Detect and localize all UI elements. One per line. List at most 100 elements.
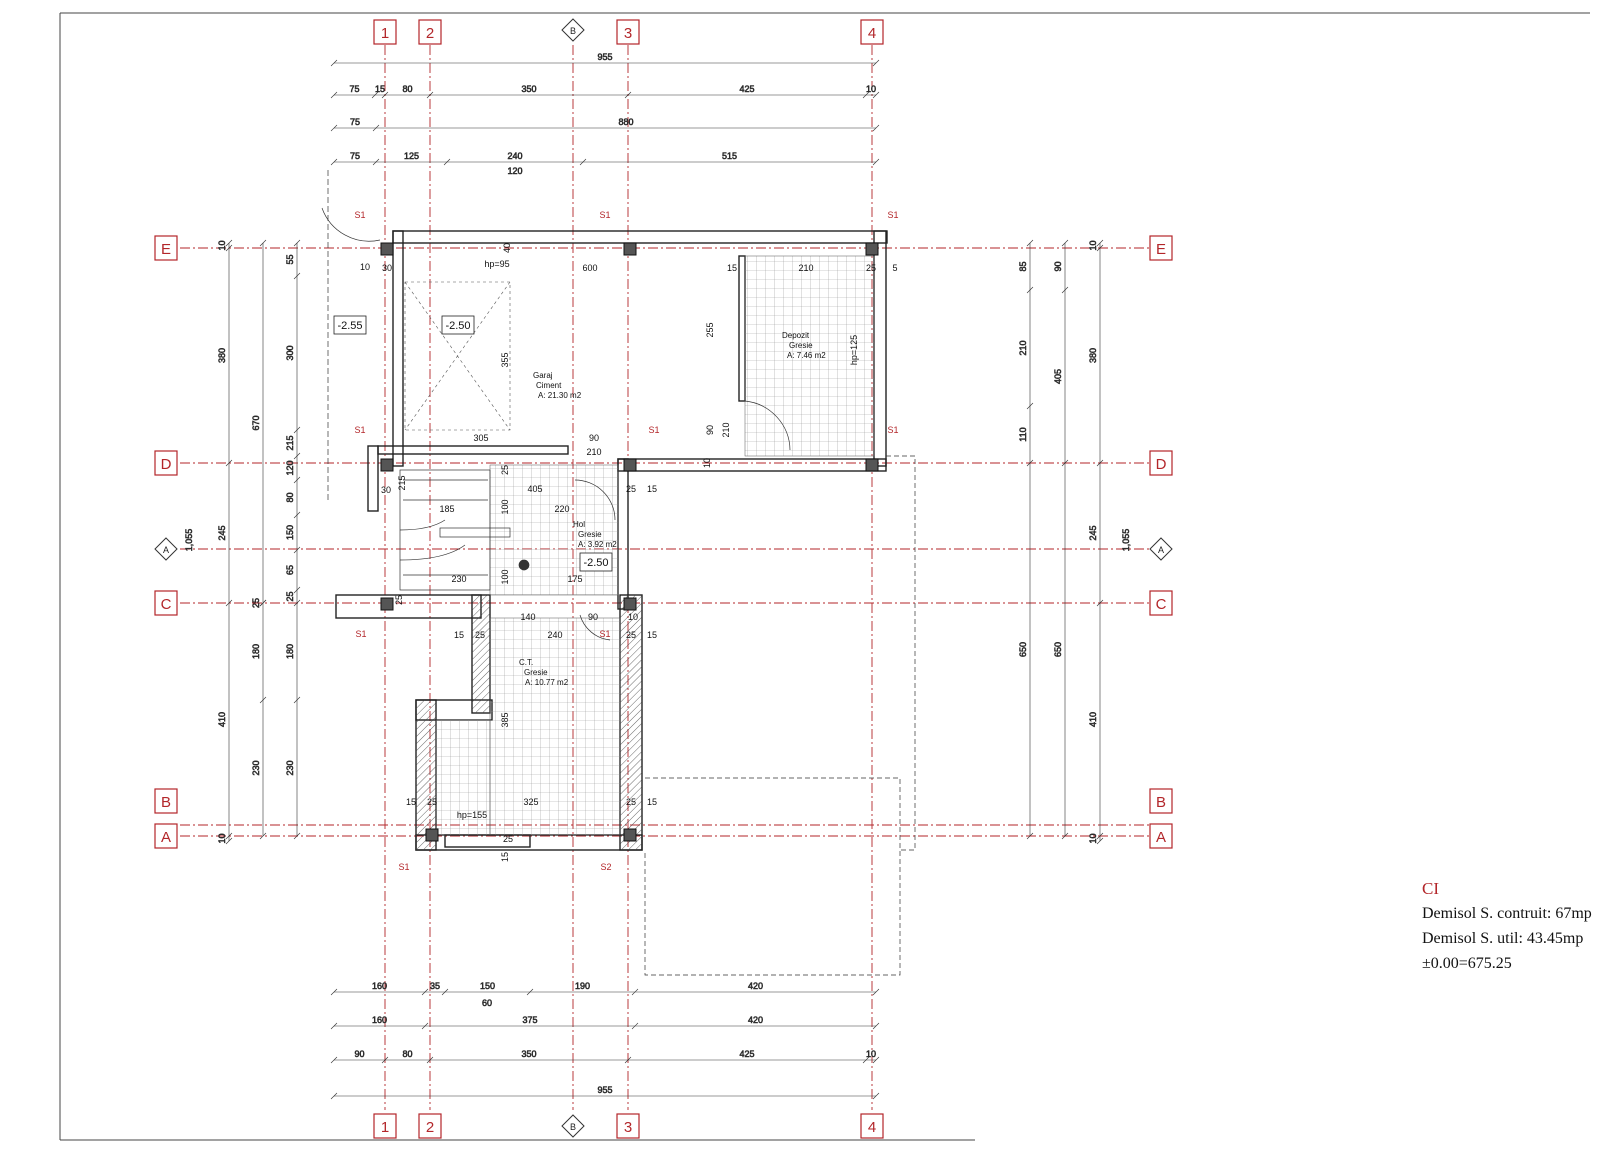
dimension-value: 120: [507, 166, 522, 176]
dimension-value: 410: [1088, 712, 1098, 727]
dimension-value: 80: [285, 492, 295, 502]
column-tag: S1: [355, 629, 366, 639]
axis-diamond-mark: B: [561, 1114, 585, 1138]
dimension-value: 880: [618, 117, 633, 127]
dimension-value: 15: [375, 84, 385, 94]
axis-diamond-label: B: [570, 1122, 576, 1132]
area-summary: CI Demisol S. contruit: 67mp Demisol S. …: [1422, 876, 1597, 976]
interior-dimension: 325: [523, 797, 538, 807]
interior-dimension: 100: [500, 499, 510, 514]
dimension-value: 955: [597, 1085, 612, 1095]
room-area: A: 10.77 m2: [525, 678, 569, 687]
grid-labels-right: E D C B A: [1149, 235, 1173, 849]
grid-bubble: 3: [616, 1113, 640, 1139]
grid-bubble-label: 1: [381, 1119, 389, 1136]
grid-bubble: C: [154, 590, 178, 616]
interior-dimension: 25: [866, 263, 876, 273]
interior-dimension: 90: [589, 433, 599, 443]
garage-void-cross: [404, 281, 511, 431]
column-tag: S1: [887, 210, 898, 220]
grid-bubble: E: [154, 235, 178, 261]
room-name: Depozit: [782, 331, 810, 340]
interior-dimension: 25: [503, 834, 513, 844]
interior-dimension: hp=155: [457, 810, 487, 820]
grid-bubble-label: B: [161, 794, 171, 811]
interior-dimension: 25: [394, 595, 404, 605]
exterior-outline: [644, 455, 916, 976]
dimension-value: 425: [739, 1049, 754, 1059]
dimension-value: 955: [597, 52, 612, 62]
interior-dimension: 15: [647, 797, 657, 807]
grid-bubble-label: 4: [868, 1119, 876, 1136]
axis-lines: [180, 45, 1150, 1110]
room-name: Hol: [573, 520, 585, 529]
dimension-value: 230: [285, 760, 295, 775]
interior-dimension: 10: [702, 458, 712, 468]
dimension-value: 80: [402, 1049, 412, 1059]
column-tag-label: S1: [599, 210, 610, 220]
interior-dimension: 25: [626, 630, 636, 640]
dimension-value: 420: [748, 1015, 763, 1025]
dimension-value: 10: [217, 833, 227, 843]
grid-bubble-label: 1: [381, 25, 389, 42]
column-tag: S1: [599, 629, 610, 639]
dimension-value: 10: [866, 1049, 876, 1059]
built-area: Demisol S. contruit: 67mp: [1422, 905, 1592, 922]
dimension-value: 215: [285, 435, 295, 450]
interior-dimension: 255: [705, 322, 715, 337]
grid-bubble-label: C: [161, 596, 172, 613]
dimension-value: 245: [217, 525, 227, 540]
dimension-value: 650: [1018, 642, 1028, 657]
interior-dimension: 25: [626, 797, 636, 807]
level-marker: -2.50: [583, 557, 608, 569]
interior-dimension: 15: [500, 852, 510, 862]
elevation: ±0.00=675.25: [1422, 955, 1512, 972]
dimension-value: 210: [1018, 340, 1028, 355]
column-tag-label: S1: [887, 425, 898, 435]
grid-bubble: A: [154, 823, 178, 849]
grid-bubble-label: D: [1156, 456, 1167, 473]
level-markers: -2.55 -2.50 -2.50: [333, 315, 613, 572]
grid-bubble-label: 3: [624, 1119, 632, 1136]
interior-dimension: 305: [473, 433, 488, 443]
interior-dimension: 230: [451, 574, 466, 584]
room-finish: Gresie: [789, 341, 813, 350]
interior-dimension: 240: [547, 630, 562, 640]
dim-top-total: 955: [330, 52, 880, 67]
grid-bubble-label: C: [1156, 596, 1167, 613]
dimension-value: 65: [285, 565, 295, 575]
grid-bubble-label: B: [1156, 794, 1166, 811]
interior-dimension: hp=125: [849, 335, 859, 365]
dimension-value: 120: [285, 460, 295, 475]
dimension-value: 160: [372, 981, 387, 991]
grid-bubble-label: A: [1156, 829, 1166, 846]
grid-bubble-label: E: [1156, 241, 1166, 258]
interior-dimension: 15: [727, 263, 737, 273]
dimension-value: 420: [748, 981, 763, 991]
wall-hatching: [416, 595, 642, 850]
column-tag: S1: [354, 425, 365, 435]
dimension-value: 180: [285, 644, 295, 659]
dimension-value: 125: [404, 151, 419, 161]
dimension-value: 300: [285, 345, 295, 360]
interior-dimension: 140: [520, 612, 535, 622]
dimension-value: 150: [285, 525, 295, 540]
interior-dimension: 10: [628, 612, 638, 622]
dimension-value: 1,055: [1121, 529, 1131, 552]
column-tag: S1: [354, 210, 365, 220]
room-label-boiler: C.T. Gresie A: 10.77 m2: [519, 658, 569, 687]
dimension-value: 375: [522, 1015, 537, 1025]
grid-bubble-label: 3: [624, 25, 632, 42]
interior-dimension: 90: [588, 612, 598, 622]
grid-bubble-label: 2: [426, 1119, 434, 1136]
dimension-value: 425: [739, 84, 754, 94]
